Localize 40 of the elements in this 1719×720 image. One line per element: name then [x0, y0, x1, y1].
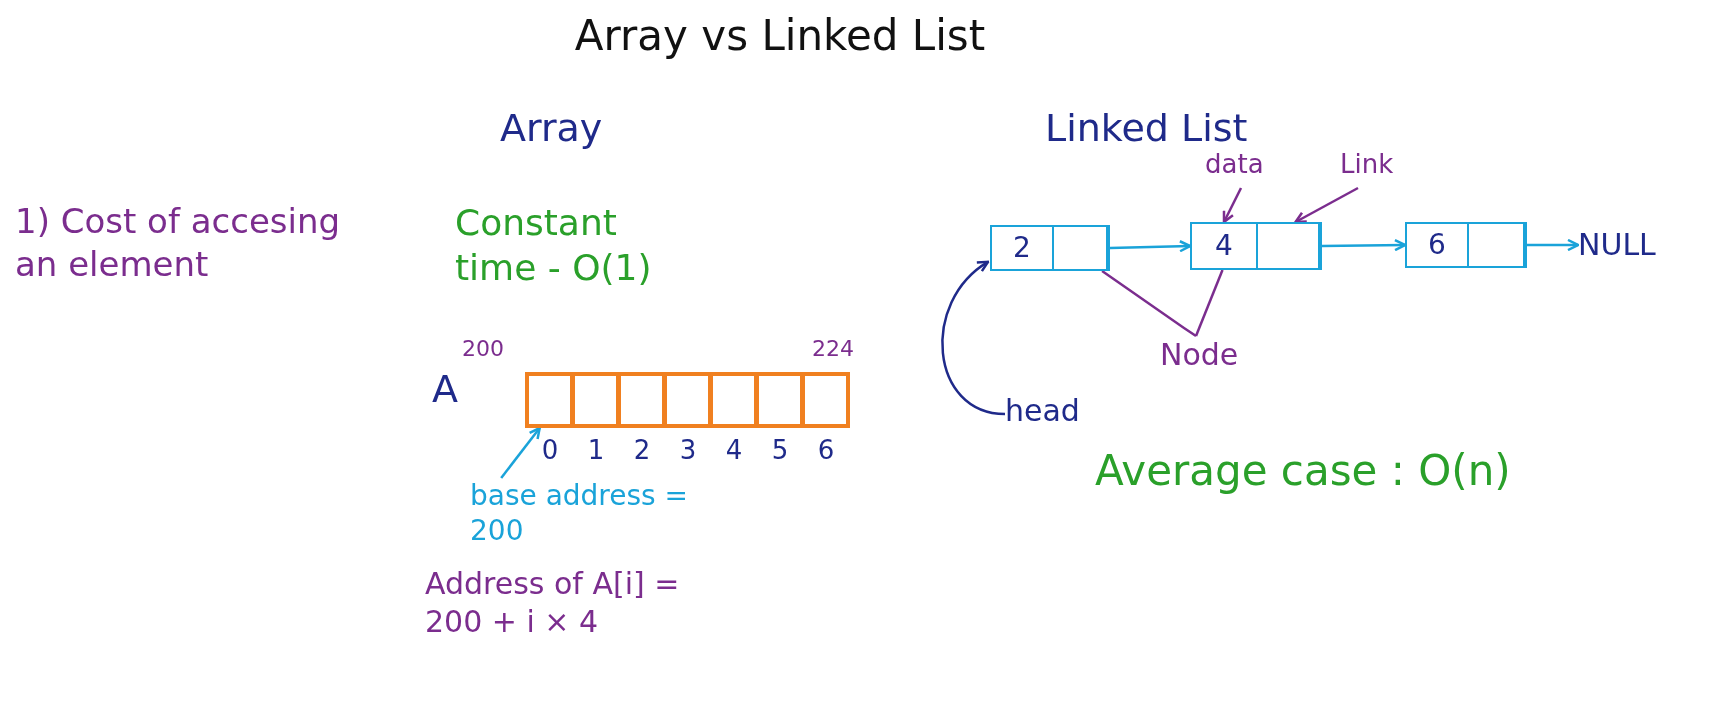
index-number: 1: [586, 434, 606, 467]
array-name: A: [432, 366, 459, 413]
array-cell: [617, 372, 666, 428]
arrow: [1222, 187, 1243, 224]
leader-label: Node: [1160, 336, 1280, 380]
null-label: NULL: [1578, 222, 1708, 268]
array-cell: [709, 372, 758, 428]
arrow: [1294, 186, 1359, 224]
index-number: 6: [816, 434, 836, 467]
address-label: 224: [812, 335, 855, 363]
leader-line: [1194, 269, 1224, 337]
formula-text: Address of A[i] = 200 + i × 4: [425, 565, 681, 640]
index-number: 5: [770, 434, 790, 467]
arrow: [1527, 238, 1580, 252]
list-node-box: [1190, 222, 1320, 270]
array-cell: [571, 372, 620, 428]
array-cell: [801, 372, 850, 428]
arrow: [1109, 240, 1192, 253]
arrow: [941, 260, 1006, 416]
index-number: 0: [540, 434, 560, 467]
complexity-note: Average case : O(n): [1095, 445, 1512, 497]
list-node-box: [1405, 222, 1525, 268]
annotation-text: base address = 200: [470, 478, 730, 558]
complexity-note: Constant time - O(1): [455, 201, 653, 290]
section-heading: Array: [500, 105, 604, 152]
array-cell: [525, 372, 574, 428]
index-number: 4: [724, 434, 744, 467]
question-text: 1) Cost of accesing an element: [15, 200, 342, 285]
index-number: 2: [632, 434, 652, 467]
array-cell: [663, 372, 712, 428]
address-label: 200: [462, 335, 505, 363]
arrow: [500, 426, 541, 479]
list-node-box: [990, 225, 1108, 271]
array-cell: [755, 372, 804, 428]
leader-label: head: [1005, 392, 1125, 436]
arrow: [1322, 238, 1407, 252]
leader-line: [1101, 269, 1197, 338]
title: Array vs Linked List: [573, 10, 987, 62]
leader-label: Link: [1340, 148, 1430, 188]
index-number: 3: [678, 434, 698, 467]
